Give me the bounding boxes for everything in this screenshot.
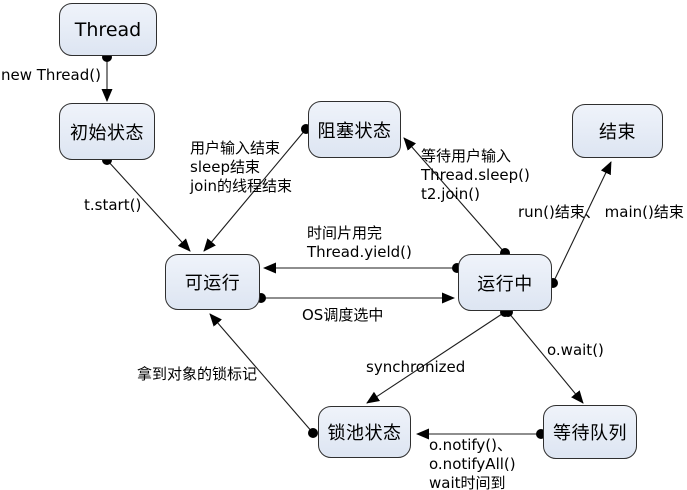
node-initial-state: 初始状态 — [59, 103, 155, 160]
edge-label-notify: o.notify()、 o.notifyAll() wait时间到 — [429, 436, 516, 490]
edge-label-blocked-to-runnable: 用户输入结束 sleep结束 join的线程结束 — [190, 139, 293, 195]
edge-o-wait — [503, 307, 584, 404]
edge-label-running-to-end: run()结束、 main()结束 — [518, 203, 684, 221]
edge-blocked-to-runnable — [203, 124, 311, 252]
edge-label-running-to-blocked: 等待用户输入 Thread.sleep() t2.join() — [421, 147, 530, 203]
node-runnable-state: 可运行 — [165, 254, 260, 310]
edge-label-yield: 时间片用完 Thread.yield() — [307, 224, 412, 261]
edge-running-to-blocked — [403, 137, 510, 258]
node-lock-pool-state: 锁池状态 — [318, 406, 411, 458]
edge-t-start — [102, 155, 191, 252]
node-running-state: 运行中 — [458, 254, 552, 311]
edge-label-new-thread: new Thread() — [1, 66, 101, 84]
edge-label-o-wait: o.wait() — [547, 341, 604, 359]
edge-label-os-schedule: OS调度选中 — [302, 306, 384, 324]
node-wait-queue-state: 等待队列 — [543, 405, 637, 459]
edge-label-acquire-lock: 拿到对象的锁标记 — [137, 365, 258, 383]
node-thread: Thread — [59, 3, 157, 56]
node-end-state: 结束 — [572, 104, 663, 158]
node-blocked-state: 阻塞状态 — [308, 101, 401, 158]
edge-label-synchronized: synchronized — [366, 358, 466, 376]
edge-synchronized — [366, 307, 510, 404]
edge-label-t-start: t.start() — [84, 196, 142, 214]
edge-acquire-lock — [209, 313, 318, 438]
edge-running-to-end — [548, 161, 612, 288]
